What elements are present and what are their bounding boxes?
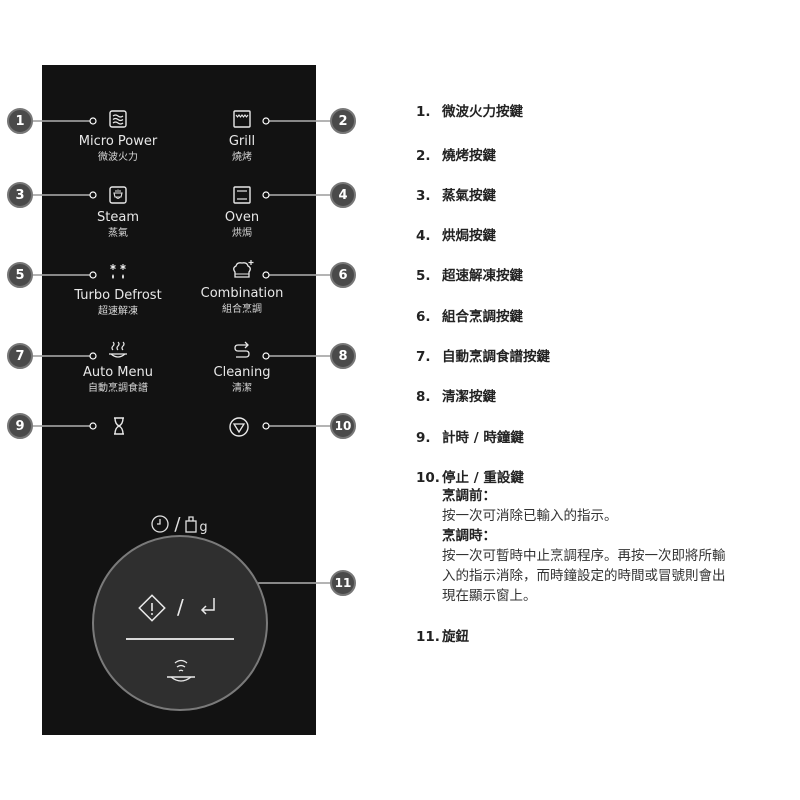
callout-badge-7: 7 — [7, 343, 33, 369]
cleaning-label: Cleaning — [213, 365, 271, 380]
enter-icon — [200, 598, 215, 615]
steam-label-zh: 蒸氣 — [108, 228, 128, 239]
combination-button[interactable]: Combination 組合烹調 — [182, 258, 302, 316]
turbo-defrost-label: Turbo Defrost — [74, 288, 162, 303]
clock-weight-indicator: / g — [139, 510, 219, 538]
micro-power-label: Micro Power — [78, 134, 158, 149]
micro-power-button[interactable]: Micro Power 微波火力 — [58, 108, 178, 164]
callout-badge-10: 10 — [330, 413, 356, 439]
defrost-snowflake-drops-icon — [110, 264, 126, 279]
start-icon — [138, 594, 166, 622]
steam-button[interactable]: Steam 蒸氣 — [58, 184, 178, 240]
clock-weight-slash: / — [174, 513, 181, 535]
callout-badge-1: 1 — [7, 108, 33, 134]
chef-hat-icon — [233, 260, 254, 278]
weight-unit-label: g — [199, 519, 208, 535]
grill-button[interactable]: Grill 燒烤 — [182, 108, 302, 164]
during-cooking-text-2: 入的指示消除，而時鐘設定的時間或冒號則會出 — [442, 568, 726, 584]
oven-button[interactable]: Oven 烘焗 — [182, 184, 302, 240]
cleaning-cycle-icon — [234, 341, 250, 358]
turbo-defrost-button[interactable]: Turbo Defrost 超速解凍 — [58, 262, 178, 318]
callout-badge-9: 9 — [7, 413, 33, 439]
auto-menu-button[interactable]: Auto Menu 自動烹調食譜 — [58, 339, 178, 395]
oven-label-zh: 烘焗 — [232, 228, 252, 239]
cleaning-button[interactable]: Cleaning 清潔 — [182, 339, 302, 395]
callout-badge-11: 11 — [330, 570, 356, 596]
oven-icon — [233, 186, 251, 204]
micro-power-label-zh: 微波火力 — [98, 152, 138, 163]
steam-icon — [109, 186, 127, 204]
before-cooking-heading: 烹調前： — [442, 488, 496, 504]
dial-slash: / — [177, 595, 184, 619]
legend-item-7: 7.自動烹調食譜按鍵 — [416, 349, 550, 365]
clock-icon — [151, 515, 169, 533]
control-dial[interactable]: / — [92, 535, 268, 711]
hourglass-timer-icon[interactable] — [109, 416, 129, 436]
combination-label: Combination — [200, 286, 284, 301]
legend-item-8: 8.清潔按鍵 — [416, 389, 496, 405]
quick-microwave-icon — [167, 659, 195, 682]
cleaning-label-zh: 清潔 — [232, 383, 252, 394]
legend-item-3: 3.蒸氣按鍵 — [416, 188, 496, 204]
dial-divider — [126, 638, 234, 640]
callout-badge-8: 8 — [330, 343, 356, 369]
during-cooking-text-1: 按一次可暫時中止烹調程序。再按一次即將所輸 — [442, 548, 726, 564]
during-cooking-heading: 烹調時： — [442, 528, 496, 544]
steaming-dish-icon — [109, 341, 127, 358]
callout-badge-6: 6 — [330, 262, 356, 288]
legend-item-4: 4.烘焗按鍵 — [416, 228, 496, 244]
callout-badge-5: 5 — [7, 262, 33, 288]
before-cooking-text: 按一次可消除已輸入的指示。 — [442, 508, 618, 524]
callout-badge-3: 3 — [7, 182, 33, 208]
callout-badge-2: 2 — [330, 108, 356, 134]
grill-label-zh: 燒烤 — [232, 152, 252, 163]
weight-icon — [185, 516, 198, 533]
callout-badge-4: 4 — [330, 182, 356, 208]
legend-item-10: 10.停止 / 重設鍵 — [416, 470, 524, 486]
legend-item-2: 2.燒烤按鍵 — [416, 148, 496, 164]
oven-label: Oven — [224, 210, 260, 225]
legend-item-5: 5.超速解凍按鍵 — [416, 268, 523, 284]
legend-item-6: 6.組合烹調按鍵 — [416, 309, 523, 325]
grill-icon — [233, 110, 251, 128]
legend-item-1: 1.微波火力按鍵 — [416, 104, 523, 120]
microwave-waves-icon — [109, 110, 127, 128]
legend-item-9: 9.計時 / 時鐘鍵 — [416, 430, 524, 446]
auto-menu-label-zh: 自動烹調食譜 — [88, 383, 148, 394]
grill-label: Grill — [228, 134, 256, 149]
legend-item-10-detail: 烹調前： 按一次可消除已輸入的指示。 烹調時： 按一次可暫時中止烹調程序。再按一… — [442, 486, 792, 606]
stop-reset-icon[interactable] — [228, 416, 250, 438]
during-cooking-text-3: 現在顯示窗上。 — [442, 588, 537, 604]
turbo-defrost-label-zh: 超速解凍 — [98, 306, 138, 317]
steam-label: Steam — [97, 210, 139, 225]
legend-item-11: 11.旋鈕 — [416, 629, 469, 645]
combination-label-zh: 組合烹調 — [222, 304, 262, 315]
auto-menu-label: Auto Menu — [82, 365, 153, 380]
